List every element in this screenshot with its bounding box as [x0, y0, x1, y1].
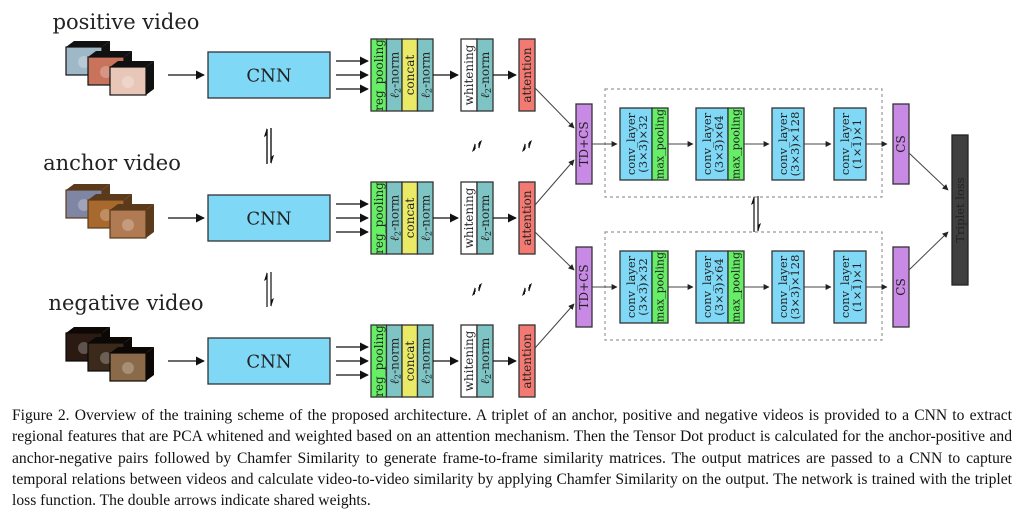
feature-block-label: ℓ2-norm	[418, 337, 433, 384]
positive-to-tdcs-arrow	[534, 87, 575, 129]
cs-to-triplet-top-arrow	[908, 152, 949, 191]
conv-layer-name: conv_layer	[776, 255, 790, 318]
positive-video-frames	[65, 41, 154, 96]
whitening-block-label: ℓ2-norm	[478, 51, 493, 98]
negative-attention-block	[518, 324, 536, 398]
feature-block-label: ℓ2-norm	[387, 51, 402, 98]
conv-layer-kernel: (3×3)×32	[636, 115, 650, 173]
whitening-block-label: ℓ2-norm	[478, 194, 493, 241]
figure-caption: Figure 2. Overview of the training schem…	[12, 407, 1012, 510]
whitening-shared-weights-arrow	[472, 140, 482, 152]
negative-cnn-block	[207, 337, 331, 385]
positive-cnn-block	[207, 51, 331, 99]
anchor-negative-cs-label: CS	[894, 278, 908, 295]
attention-shared-weights-arrow	[522, 283, 532, 296]
anchor-positive-tdcs-label: TD+CS	[577, 121, 591, 166]
positive-attention-label: attention	[520, 47, 534, 103]
conv-layer-kernel: (3×3)×128	[788, 255, 802, 320]
anchor-cnn-block	[207, 194, 331, 242]
anchor-attention-label: attention	[520, 190, 534, 246]
feature-block-label: reg_pooling	[372, 182, 386, 254]
video-cnn-shared-weights-arrow	[751, 196, 761, 232]
feature-block-label: concat	[403, 55, 417, 96]
anchor-negative-tdcs-label: TD+CS	[577, 264, 591, 309]
video-frame	[109, 209, 147, 239]
anchor-positive-conv-layer-4	[833, 107, 867, 181]
feature-block-label: ℓ2-norm	[418, 194, 433, 241]
feature-block-label: reg_pooling	[372, 39, 386, 111]
anchor-cnn-label: CNN	[246, 209, 291, 230]
anchor-positive-conv-layer-3	[771, 107, 805, 181]
feature-block-label: ℓ2-norm	[387, 194, 402, 241]
max-pooling-label: max_pooling	[730, 252, 743, 322]
whitening-block-label: ℓ2-norm	[478, 337, 493, 384]
cs-to-triplet-bottom-arrow	[908, 231, 949, 271]
conv-layer-kernel: (1×1)×1	[850, 262, 864, 312]
conv-layer-kernel: (1×1)×1	[850, 119, 864, 169]
anchor-positive-conv-layer-1	[619, 107, 653, 181]
conv-layer-name: conv_layer	[624, 255, 638, 318]
anchor-negative-conv-layer-1	[619, 250, 653, 324]
shared-weights-arrow	[264, 128, 274, 164]
negative-to-tdcs-arrow	[534, 303, 575, 349]
anchor-negative-cs-block	[892, 246, 910, 328]
feature-block-label: concat	[403, 198, 417, 239]
conv-layer-kernel: (3×3)×32	[636, 258, 650, 316]
positive-attention-block	[518, 38, 536, 112]
whitening-block-label: whitening	[462, 44, 476, 105]
conv-layer-name: conv_layer	[776, 112, 790, 175]
anchor-positive-cs-block	[892, 103, 910, 185]
conv-layer-kernel: (3×3)×64	[712, 115, 726, 173]
triplet-loss-label: Triplet loss	[953, 177, 967, 242]
cnn-shared-weights-arrow	[264, 272, 274, 307]
conv-layer-name: conv_layer	[700, 255, 714, 318]
anchor-video-label: anchor video	[43, 151, 181, 175]
positive-cnn-label: CNN	[246, 66, 291, 87]
whitening-shared-weights-arrow	[472, 283, 482, 296]
anchor-attention-block	[518, 181, 536, 255]
attention-shared-weights-arrow	[522, 140, 532, 152]
conv-layer-kernel: (3×3)×64	[712, 258, 726, 316]
anchor-to-tdcs-top-arrow	[534, 159, 575, 206]
video-frame	[109, 66, 147, 96]
conv-layer-name: conv_layer	[700, 112, 714, 175]
anchor-negative-conv-layer-4	[833, 250, 867, 324]
negative-attention-label: attention	[520, 333, 534, 389]
feature-block-label: reg_pooling	[372, 325, 386, 397]
negative-video-frames	[65, 327, 154, 382]
anchor-negative-conv-layer-3	[771, 250, 805, 324]
feature-block-label: ℓ2-norm	[418, 51, 433, 98]
conv-layer-kernel: (3×3)×128	[788, 112, 802, 177]
max-pooling-label: max_pooling	[654, 252, 667, 322]
conv-layer-name: conv_layer	[624, 112, 638, 175]
anchor-to-tdcs-bottom-arrow	[534, 231, 575, 271]
negative-video-label: negative video	[48, 291, 203, 315]
whitening-block-label: whitening	[462, 187, 476, 248]
conv-layer-name: conv_layer	[838, 255, 852, 318]
max-pooling-label: max_pooling	[654, 109, 667, 179]
max-pooling-label: max_pooling	[730, 109, 743, 179]
whitening-block-label: whitening	[462, 330, 476, 391]
anchor-positive-cs-label: CS	[894, 135, 908, 152]
feature-block-label: concat	[403, 341, 417, 382]
negative-cnn-label: CNN	[246, 352, 291, 373]
positive-video-label: positive video	[53, 10, 200, 34]
conv-layer-name: conv_layer	[838, 112, 852, 175]
feature-block-label: ℓ2-norm	[387, 337, 402, 384]
anchor-video-frames	[65, 184, 154, 239]
video-frame	[109, 352, 147, 382]
triplet-loss-block	[951, 134, 969, 286]
